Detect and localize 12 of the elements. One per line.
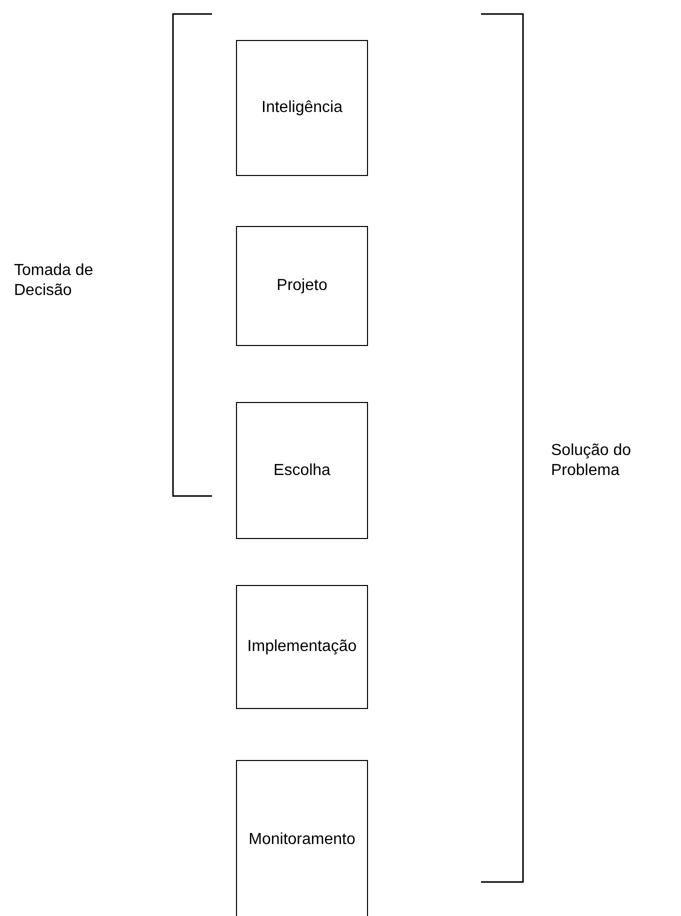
box-label: Escolha bbox=[274, 462, 330, 480]
box-label: Projeto bbox=[276, 277, 328, 295]
bracket-label: Solução do Problema bbox=[551, 441, 632, 481]
box-label: Monitoramento bbox=[248, 831, 356, 849]
bracket-label: Tomada de Decisão bbox=[14, 261, 94, 301]
process-box bbox=[236, 226, 368, 346]
process-box bbox=[236, 585, 368, 709]
process-box bbox=[236, 402, 368, 539]
process-box bbox=[236, 760, 368, 916]
process-box bbox=[236, 40, 368, 176]
box-label: Implementação bbox=[247, 638, 357, 656]
box-label: Inteligência bbox=[262, 99, 342, 117]
